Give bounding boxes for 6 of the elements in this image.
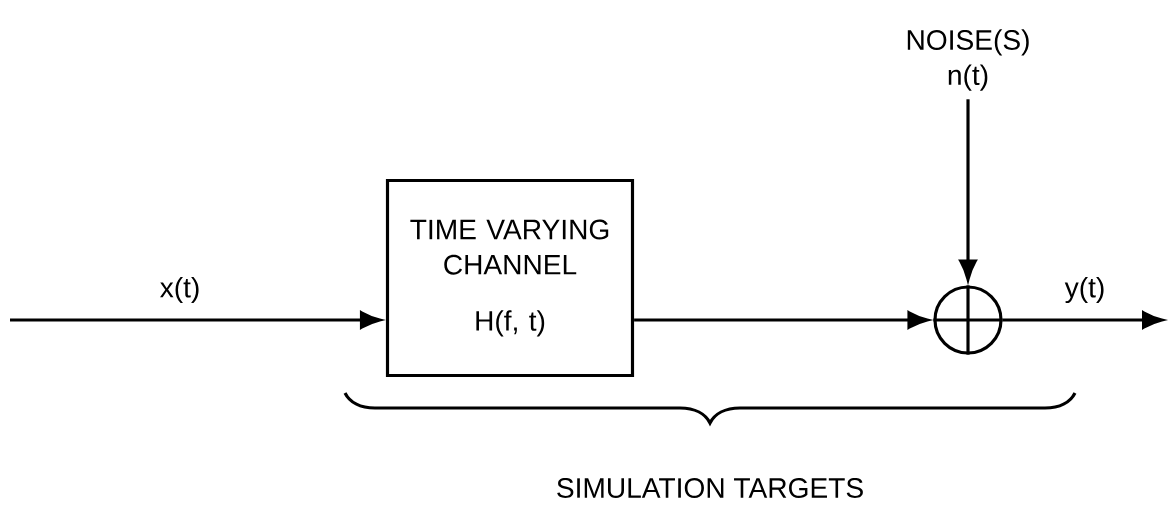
summing-junction <box>933 285 1003 355</box>
edge-label: x(t) <box>160 276 199 304</box>
group-label: SIMULATION TARGETS <box>557 478 863 498</box>
input-label: NOISE(S) n(t) <box>907 29 1029 91</box>
edge-label: y(t) <box>1064 276 1104 304</box>
process-box: TIME VARYING CHANNEL H(f, t) <box>385 178 635 378</box>
